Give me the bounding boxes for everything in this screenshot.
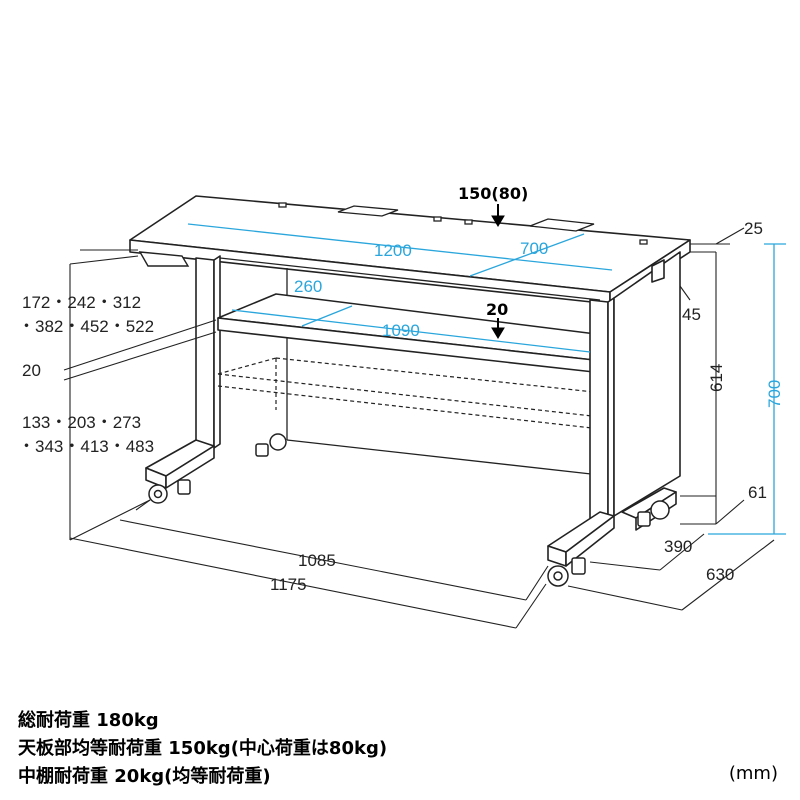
center-zone-label: 700 — [520, 239, 548, 258]
top-load-arrow-icon — [491, 204, 505, 227]
black-dimension-lines — [63, 227, 775, 629]
caster-front-right — [547, 557, 586, 587]
blue-dimension-lines — [187, 223, 786, 535]
left-apron — [138, 251, 190, 267]
shelf-heights-lower-line1: 133・203・273 — [22, 413, 141, 432]
spec-top-load: 天板部均等耐荷重 150kg(中心荷重は80kg) — [18, 738, 388, 759]
shelf-heights-lower-line2: ・343・413・483 — [18, 437, 154, 456]
shelf-slots-dashed — [217, 357, 595, 429]
spec-total-load: 総耐荷重 180kg — [18, 710, 159, 731]
middle-shelf — [217, 293, 597, 373]
unit-label: (mm) — [728, 763, 778, 784]
shelf-thickness-label: 20 — [22, 361, 41, 380]
shelf-heights-upper-line2: ・382・452・522 — [18, 317, 154, 336]
front-left-leg — [145, 255, 221, 489]
spec-shelf-load: 中棚耐荷重 20kg(均等耐荷重) — [18, 766, 271, 787]
total-depth-label: 630 — [706, 565, 734, 584]
caster-height-label: 61 — [748, 483, 767, 502]
width-top-label: 1200 — [374, 241, 412, 260]
clear-height-label: 614 — [707, 364, 726, 392]
caster-back-left — [255, 433, 287, 457]
shelf-load-arrow-icon — [491, 318, 505, 339]
shelf-load-label: 20 — [486, 300, 508, 319]
right-side-panel — [613, 251, 681, 531]
inner-width-label: 1085 — [298, 551, 336, 570]
shelf-depth-label: 260 — [294, 277, 322, 296]
caster-front-left — [148, 484, 168, 504]
base-width-label: 1175 — [270, 575, 307, 594]
caster-left-rear — [177, 479, 191, 495]
shelf-heights-upper-line1: 172・242・312 — [22, 293, 141, 312]
total-height-label: 700 — [765, 380, 784, 408]
top-load-label: 150(80) — [458, 184, 528, 203]
casters — [148, 433, 670, 587]
top-thickness-label: 25 — [744, 219, 763, 238]
leg-depth-label: 390 — [664, 537, 692, 556]
front-right-leg — [547, 297, 615, 567]
load-arrows — [491, 204, 505, 339]
shelf-width-label: 1090 — [382, 321, 420, 340]
caster-back-right — [637, 500, 670, 527]
cable-holes — [278, 202, 648, 245]
front-apron-label: 45 — [682, 305, 701, 324]
